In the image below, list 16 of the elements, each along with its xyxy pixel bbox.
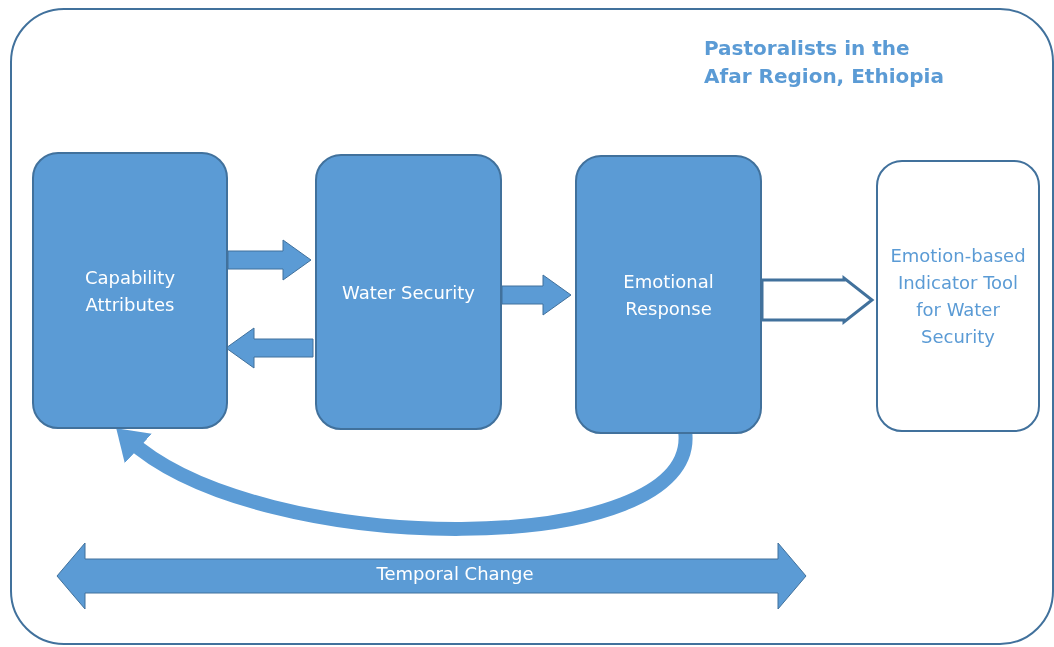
block-arrow	[760, 274, 875, 326]
box-label: Capability Attributes	[83, 265, 177, 317]
block-arrow	[225, 327, 314, 369]
outcome-box	[876, 160, 1040, 432]
timeline-label: Temporal Change	[375, 563, 535, 584]
process-box	[575, 155, 762, 434]
process-box	[32, 152, 228, 429]
curved-arrow	[114, 429, 693, 536]
block-arrow	[501, 274, 572, 316]
box-label: Water Security	[341, 280, 476, 305]
region-title: Pastoralists in the Afar Region, Ethiopia	[704, 35, 945, 90]
box-label: Emotion-based Indicator Tool for Water Security	[889, 244, 1027, 349]
box-label: Emotional Response	[622, 269, 715, 321]
region-frame	[10, 8, 1054, 645]
block-arrow	[227, 239, 312, 281]
process-box	[315, 154, 502, 430]
